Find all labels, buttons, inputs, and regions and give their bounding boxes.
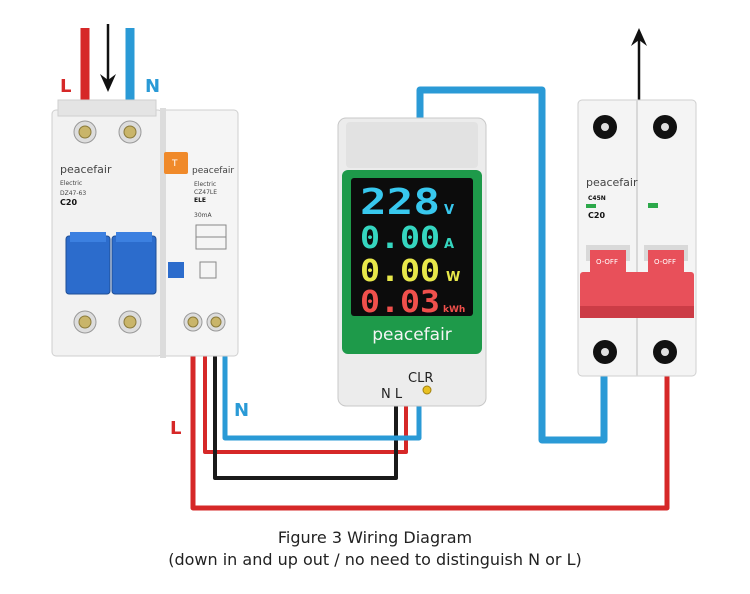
wires: [80, 28, 670, 511]
energy-reading: 0.03: [360, 285, 440, 320]
rcbo-sub-left: Electric: [60, 180, 82, 187]
clr-label: CLR: [408, 371, 433, 386]
rcbo-model-left: DZ47-63: [60, 190, 86, 197]
test-label: T: [171, 159, 178, 169]
rcbo-brand-left: peacefair: [60, 163, 112, 176]
caption-title: Figure 3 Wiring Diagram: [277, 528, 473, 547]
rcbo-device: T peacefair Electric DZ47-63 C20 peacefa…: [51, 99, 239, 358]
rcbo-model-right: CZ47LE: [194, 189, 217, 196]
clr-button[interactable]: [422, 385, 432, 395]
meter-brand: peacefair: [372, 325, 452, 345]
voltage-unit: V: [444, 203, 454, 218]
meter-neutral-wire: [222, 335, 422, 441]
test-button[interactable]: [164, 152, 188, 174]
breaker-handle-right[interactable]: [648, 250, 684, 272]
breaker-model: C45N: [588, 195, 606, 202]
status-indicator: [648, 203, 658, 208]
rcbo-sub-right: Electric: [194, 181, 216, 188]
rcbo-handle-right[interactable]: [111, 235, 157, 295]
current-unit: A: [444, 237, 454, 252]
up-arrow-icon: [631, 28, 647, 46]
input-live-label: L: [60, 76, 71, 97]
output-live-label: L: [170, 418, 181, 439]
meter-device: 228 V 0.00 A 0.00 W 0.03 kWh peacefair C…: [337, 117, 487, 407]
energy-unit: kWh: [443, 305, 465, 315]
breaker-off-label-left: O-OFF: [596, 258, 618, 266]
caption-subtitle: (down in and up out / no need to disting…: [168, 550, 582, 569]
live-loop-wire: [190, 335, 670, 511]
input-neutral-label: N: [145, 76, 160, 97]
rcbo-ma-label: 30mA: [194, 212, 212, 219]
breaker-rating: C20: [588, 211, 605, 220]
down-arrow-icon: [100, 74, 116, 92]
voltage-reading: 228: [360, 182, 440, 223]
rcbo-rating-left: C20: [60, 198, 77, 207]
breaker-off-label-right: O-OFF: [654, 258, 676, 266]
output-neutral-label: N: [234, 400, 249, 421]
arrows: [100, 24, 647, 100]
breaker-device: peacefair C45N C20 O-OFF O-OFF: [577, 99, 697, 377]
meter-terminal-labels: N L: [381, 387, 403, 402]
meter-display: [351, 178, 473, 316]
power-reading: 0.00: [360, 254, 440, 289]
meter-to-breaker-wire: [416, 86, 608, 444]
rcbo-ele-label: ELE: [194, 197, 206, 204]
breaker-handle-left[interactable]: [590, 250, 626, 272]
breaker-brand: peacefair: [586, 176, 638, 189]
power-unit: W: [446, 270, 460, 285]
rcbo-handle-left[interactable]: [65, 235, 111, 295]
rcbo-brand-right: peacefair: [192, 166, 234, 176]
current-reading: 0.00: [360, 221, 440, 256]
meter-live-wire: [203, 335, 408, 454]
